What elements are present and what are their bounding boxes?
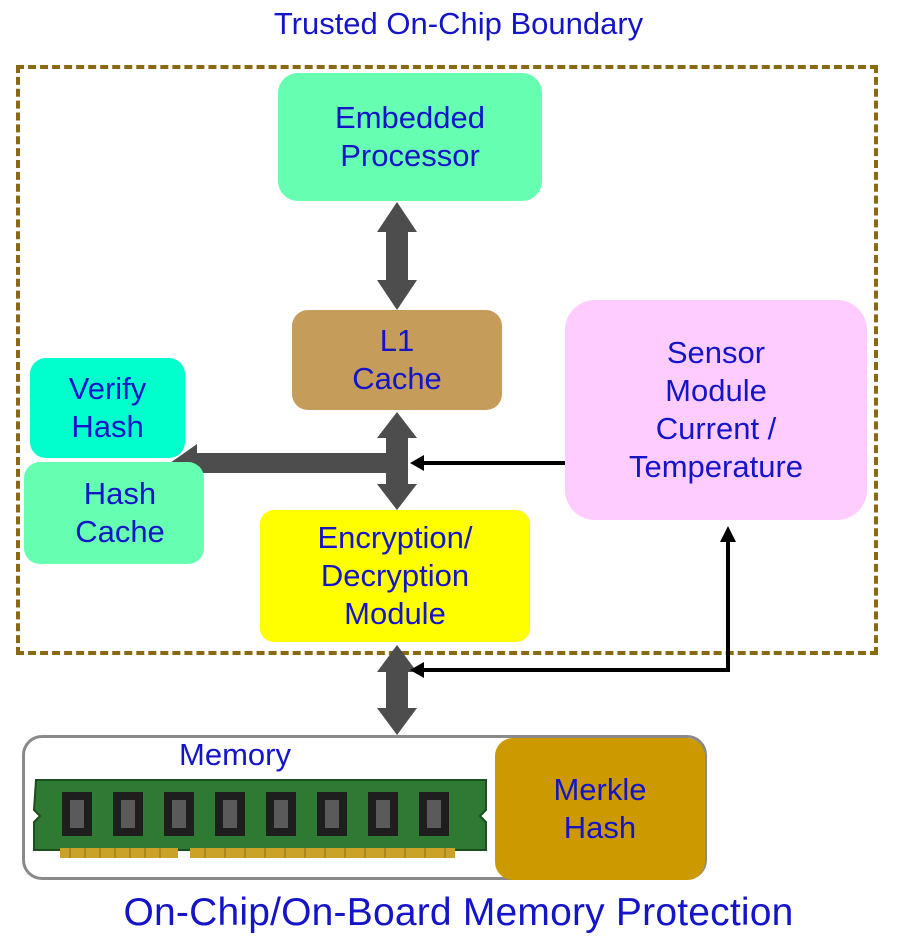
hash-cache-node: Hash Cache: [24, 462, 204, 564]
encdec-memory-arrow: [377, 645, 417, 735]
sensor-module-node: Sensor Module Current / Temperature: [565, 300, 867, 520]
encryption-decryption-node: Encryption/ Decryption Module: [260, 510, 530, 642]
memory-sensor-arrow: [410, 526, 736, 678]
embedded-processor-node: Embedded Processor: [278, 73, 542, 201]
l1-cache-node: L1 Cache: [292, 310, 502, 410]
merkle-hash-node: Merkle Hash: [495, 738, 705, 880]
memory-module-icon: [32, 779, 487, 858]
verify-hash-node: Verify Hash: [30, 358, 185, 458]
verify-hash-arrow: [170, 444, 397, 482]
diagram-caption: On-Chip/On-Board Memory Protection: [123, 891, 794, 934]
memory-label: Memory: [179, 737, 291, 772]
trusted-boundary: [16, 65, 878, 655]
bus-sensor-arrow: [410, 455, 580, 471]
processor-l1-arrow: [377, 202, 417, 310]
boundary-title: Trusted On-Chip Boundary: [273, 6, 644, 41]
